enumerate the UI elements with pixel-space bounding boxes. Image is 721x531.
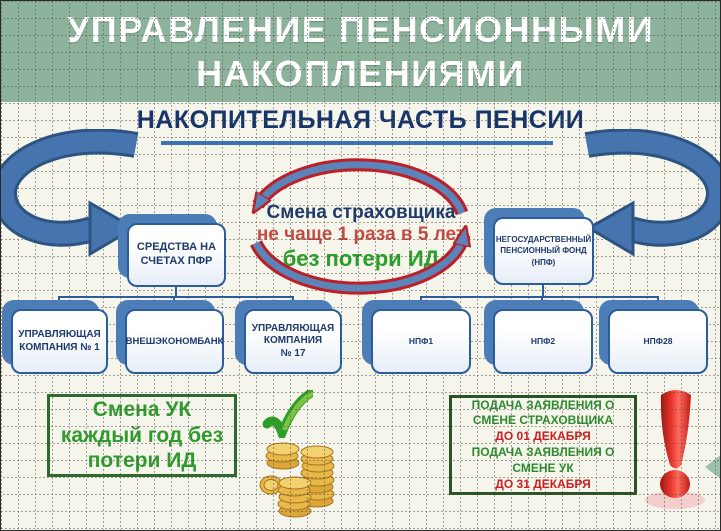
header: УПРАВЛЕНИЕ ПЕНСИОННЫМИ НАКОПЛЕНИЯМИ xyxy=(1,1,720,102)
node-npf28-label: НПФ28 xyxy=(643,336,673,347)
node-npf-label: НЕГОСУДАРСТВЕННЫЙ ПЕНСИОННЫЙ ФОНД (НПФ) xyxy=(495,235,592,267)
node-uk1-label: УПРАВЛЯЮЩАЯ КОМПАНИЯ № 1 xyxy=(18,329,101,353)
uk-change-note-text: Смена УК каждый год без потери ИД xyxy=(60,398,224,473)
node-npf1: НПФ1 xyxy=(362,300,471,374)
uk-change-note: Смена УК каждый год без потери ИД xyxy=(47,394,237,477)
cycle-arrows-icon xyxy=(250,158,478,295)
deadline-note: ПОДАЧА ЗАЯВЛЕНИЯ О СМЕНЕ СТРАХОВЩИКА ДО … xyxy=(449,395,637,495)
node-npf1-label: НПФ1 xyxy=(408,336,434,347)
deadline-line-6: ДО 31 ДЕКАБРЯ xyxy=(495,476,591,491)
node-pfr-label: СРЕДСТВА НА СЧЕТАХ ПФР xyxy=(136,241,217,267)
loop-arrow-right-icon xyxy=(584,129,720,257)
node-pfr: СРЕДСТВА НА СЧЕТАХ ПФР xyxy=(118,214,226,287)
deadline-line-1: ПОДАЧА ЗАЯВЛЕНИЯ О xyxy=(471,397,615,412)
insurer-change-cycle: Смена страховщика не чаще 1 раза в 5 лет… xyxy=(244,153,478,295)
coins-icon xyxy=(259,442,335,518)
deadline-line-4: ПОДАЧА ЗАЯВЛЕНИЯ О xyxy=(471,445,615,459)
node-npf28: НПФ28 xyxy=(599,300,708,374)
node-uk17-label: УПРАВЛЯЮЩАЯ КОМПАНИЯ № 17 xyxy=(251,322,335,359)
exclamation-icon xyxy=(645,390,705,509)
deadline-line-5: СМЕНЕ УК xyxy=(512,460,574,475)
node-veb: ВНЕШЭКОНОМБАНК xyxy=(116,300,224,374)
page-title-line-1: УПРАВЛЕНИЕ ПЕНСИОННЫМИ xyxy=(66,9,655,51)
subtitle-underline xyxy=(161,141,553,145)
connector-right-bus xyxy=(421,296,659,298)
deadline-line-3: ДО 01 ДЕКАБРЯ xyxy=(495,429,591,444)
node-npf: НЕГОСУДАРСТВЕННЫЙ ПЕНСИОННЫЙ ФОНД (НПФ) xyxy=(484,208,594,285)
left-pointing-triangle-icon xyxy=(705,454,720,480)
node-npf2: НПФ2 xyxy=(484,300,593,374)
node-uk1: УПРАВЛЯЮЩАЯ КОМПАНИЯ № 1 xyxy=(2,300,108,374)
connector-left-bus xyxy=(59,296,294,298)
page-title-line-2: НАКОПЛЕНИЯМИ xyxy=(196,52,525,94)
node-veb-label: ВНЕШЭКОНОМБАНК xyxy=(125,335,224,347)
deadline-line-2: СМЕНЕ СТРАХОВЩИКА xyxy=(472,413,614,428)
node-npf2-label: НПФ2 xyxy=(530,336,556,347)
node-uk17: УПРАВЛЯЮЩАЯ КОМПАНИЯ № 17 xyxy=(235,300,342,374)
